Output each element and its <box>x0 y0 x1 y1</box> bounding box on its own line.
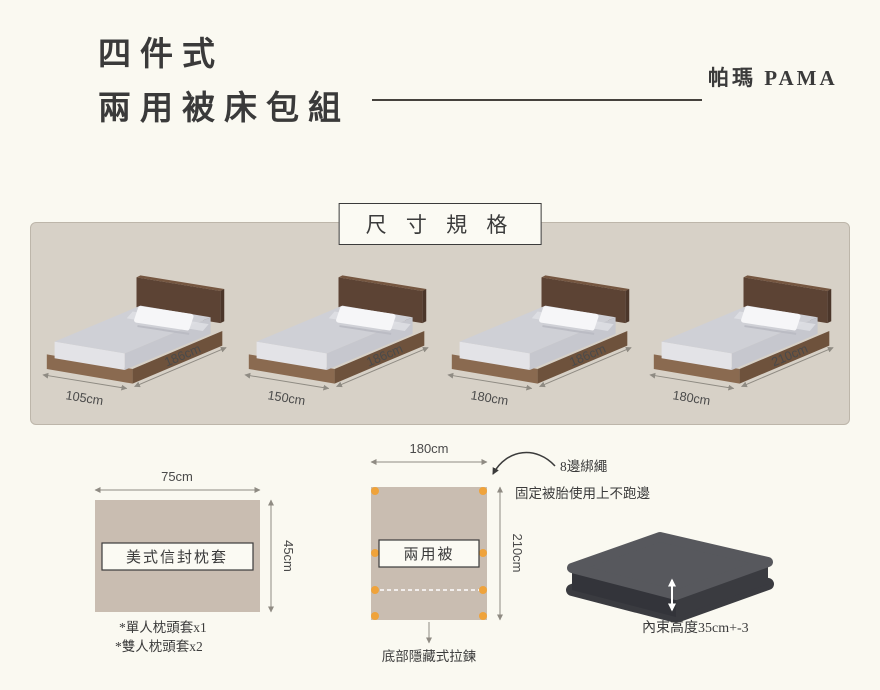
pillowcase-height-dimension: 45cm <box>268 499 296 613</box>
spec-panel-title: 尺 寸 規 格 <box>338 203 542 245</box>
quilt-width-dimension: 180cm <box>370 441 488 465</box>
pillowcase-label-band <box>101 542 254 571</box>
bed-illustration <box>452 275 629 383</box>
pillowcase-height-label: 45cm <box>281 540 296 572</box>
quilt-tie-dots <box>371 487 487 620</box>
bed-width-dimension: 180cm <box>447 372 533 407</box>
quilt-width-label: 180cm <box>409 441 448 456</box>
mattress-top <box>567 532 773 600</box>
quilt-tie-title: 8邊綁繩 <box>560 459 608 474</box>
pillowcase-note-2: *雙人枕頭套x2 <box>115 639 203 654</box>
quilt-tie-desc: 固定被胎使用上不跑邊 <box>515 485 650 501</box>
quilt-height-dimension: 210cm <box>497 486 525 621</box>
pillowcase-label: 美式信封枕套 <box>126 549 228 566</box>
beds-row: 105cm 186cm 150cm 186cm <box>31 223 849 407</box>
size-spec-panel: 尺 寸 規 格 105cm 186cm 150cm <box>30 203 850 425</box>
bed-width-label: 105cm <box>64 388 104 407</box>
bed-width-label: 180cm <box>672 388 712 407</box>
bed-diagram-4: 180cm 210cm <box>646 251 841 407</box>
brand-name: 帕瑪 PAMA <box>708 66 838 90</box>
bed-diagram-3: 180cm 186cm <box>444 251 639 407</box>
pillowcase-diagram: 75cm 美式信封枕套 45cm *單人枕頭套x1 *雙人枕頭套x2 <box>94 469 296 654</box>
bed-width-label: 150cm <box>267 388 307 407</box>
bed-illustration <box>249 275 426 383</box>
mattress-diagram: 內束高度35cm+-3 <box>566 532 774 636</box>
page-title: 四件式 兩用被床包組 <box>98 28 350 137</box>
bed-illustration <box>46 275 223 383</box>
bed-diagram-1: 105cm 186cm <box>39 251 234 407</box>
quilt-zipper-note: 底部隱藏式拉鍊 <box>382 649 477 664</box>
quilt-height-label: 210cm <box>510 533 525 572</box>
bed-illustration <box>654 275 831 383</box>
bed-width-dimension: 105cm <box>42 372 127 407</box>
header-divider-line <box>372 99 702 101</box>
pillowcase-width-dimension: 75cm <box>94 469 261 493</box>
quilt-diagram: 180cm 兩用被 210cm 8邊綁繩 固定被胎使用上不跑邊 底部隱藏式拉鍊 <box>370 441 650 664</box>
mattress-front-shade <box>572 568 676 617</box>
quilt-label: 兩用被 <box>403 546 454 563</box>
bed-diagram-2: 150cm 186cm <box>241 251 436 407</box>
bed-width-label: 180cm <box>469 388 509 407</box>
bed-width-dimension: 150cm <box>244 372 330 407</box>
pillowcase-note-1: *單人枕頭套x1 <box>119 620 207 635</box>
page-title-line1: 四件式 <box>98 37 224 73</box>
quilt-label-band <box>378 539 480 568</box>
mattress-height-note: 內束高度35cm+-3 <box>642 619 749 636</box>
tie-curved-arrow-icon <box>492 451 556 475</box>
bed-width-dimension: 180cm <box>649 372 735 407</box>
page-title-line2: 兩用被床包組 <box>98 91 350 128</box>
pillowcase-width-label: 75cm <box>161 469 193 484</box>
